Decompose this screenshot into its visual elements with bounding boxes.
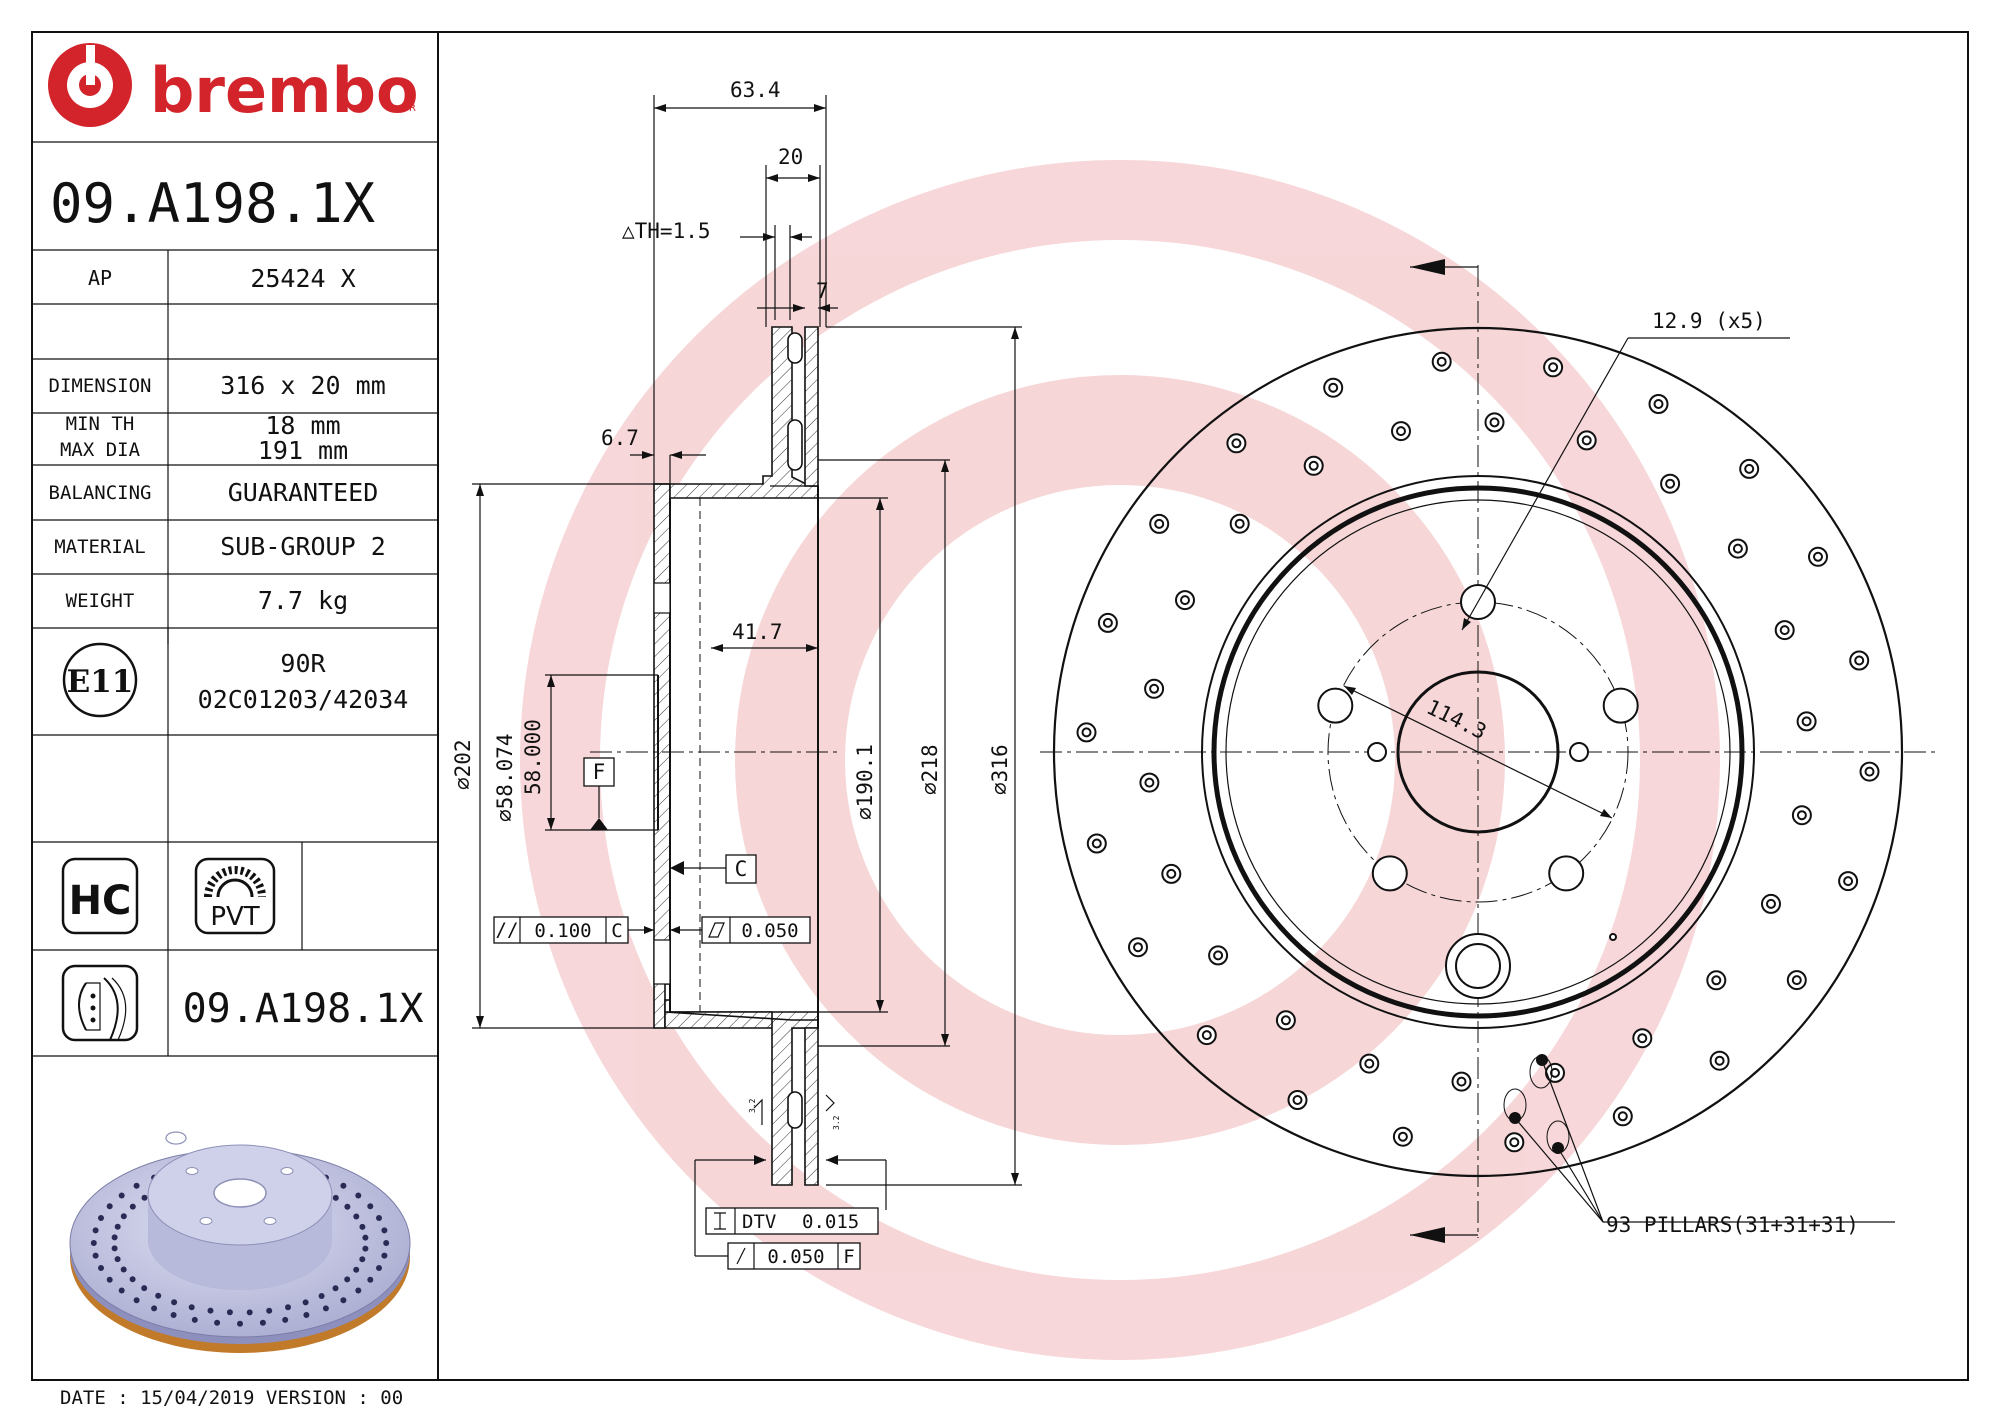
balancing-label: BALANCING bbox=[49, 482, 152, 504]
approval-number: 02C01203/42034 bbox=[198, 685, 409, 714]
hc-icon: HC bbox=[61, 857, 139, 935]
material-value: SUB-GROUP 2 bbox=[220, 532, 386, 561]
disc-3d-illustration bbox=[69, 1131, 411, 1353]
material-label: MATERIAL bbox=[54, 536, 146, 558]
max-dia-value: 191 mm bbox=[258, 436, 348, 465]
min-th-value: 18 mm bbox=[265, 411, 340, 440]
dim-pillars: 93 PILLARS(31+31+31) bbox=[1606, 1213, 1859, 1237]
bolt-hole bbox=[1602, 687, 1639, 724]
svg-text:0.050: 0.050 bbox=[741, 920, 798, 942]
flatness-frame: 0.050 bbox=[670, 916, 811, 944]
approval-regulation: 90R bbox=[280, 649, 326, 678]
e11-approval-mark: E11 bbox=[62, 642, 138, 718]
roughness-marks: 3.2 3.2 bbox=[748, 1094, 841, 1130]
datum-c: C bbox=[735, 857, 748, 881]
dim-d218: ⌀218 bbox=[918, 744, 942, 795]
dim-inner-depth: 41.7 bbox=[732, 620, 783, 644]
pvt-icon: PVT bbox=[194, 857, 276, 935]
brand-name: brembo bbox=[150, 54, 419, 127]
svg-text:0.100: 0.100 bbox=[534, 920, 591, 942]
svg-text:E11: E11 bbox=[67, 664, 134, 700]
balancing-value: GUARANTEED bbox=[228, 478, 379, 507]
svg-text://: // bbox=[496, 919, 519, 941]
svg-text:C: C bbox=[611, 920, 622, 942]
svg-text:0.015: 0.015 bbox=[802, 1211, 859, 1233]
bolt-hole bbox=[1548, 855, 1585, 892]
date-version: DATE : 15/04/2019 VERSION : 00 bbox=[60, 1387, 403, 1409]
svg-text:3.2: 3.2 bbox=[748, 1098, 757, 1113]
weight-label: WEIGHT bbox=[66, 590, 135, 612]
dimension-value: 316 x 20 mm bbox=[220, 371, 386, 400]
front-view: 114.3 12.9 (x5) 93 PILLARS(31+31+31) bbox=[1040, 259, 1938, 1243]
weight-value: 7.7 kg bbox=[258, 586, 348, 615]
dim-bolt-holes: 12.9 (x5) bbox=[1652, 309, 1766, 333]
dim-bore-max: ⌀58.074 bbox=[493, 733, 517, 822]
pillars-callout: 93 PILLARS(31+31+31) bbox=[1503, 1054, 1895, 1237]
svg-text:DTV: DTV bbox=[742, 1211, 776, 1233]
dim-cheek: 7 bbox=[816, 279, 829, 303]
datum-f: F bbox=[593, 760, 606, 784]
min-th-label: MIN TH bbox=[66, 413, 135, 435]
dim-d202: ⌀202 bbox=[451, 739, 475, 790]
dim-overall-width: 63.4 bbox=[730, 78, 781, 102]
ap-value: 25424 X bbox=[250, 264, 355, 293]
brand-watermark bbox=[520, 160, 1720, 1360]
disc-profile-icon bbox=[61, 964, 139, 1042]
dim-hat-offset: 6.7 bbox=[601, 426, 639, 450]
dim-th-variation: △TH=1.5 bbox=[622, 219, 711, 243]
svg-text:3.2: 3.2 bbox=[832, 1115, 841, 1130]
sheet-frame bbox=[31, 31, 1969, 1381]
runout-frame: 0.050 F bbox=[694, 1236, 861, 1270]
dim-bore-min: 58.000 bbox=[521, 719, 545, 795]
dim-disc-thickness: 20 bbox=[778, 145, 803, 169]
svg-text:0.050: 0.050 bbox=[767, 1246, 824, 1268]
part-number-footer: 09.A198.1X bbox=[183, 986, 424, 1032]
dim-d316: ⌀316 bbox=[988, 744, 1012, 795]
max-dia-label: MAX DIA bbox=[60, 439, 141, 461]
ap-label: AP bbox=[88, 266, 112, 290]
outer-rim bbox=[1052, 326, 1904, 1178]
bolt-hole bbox=[1371, 855, 1408, 892]
dim-d190: ⌀190.1 bbox=[853, 744, 877, 820]
centre-bore bbox=[1396, 670, 1560, 834]
part-number-title: 09.A198.1X bbox=[50, 172, 376, 235]
dimension-label: DIMENSION bbox=[49, 375, 152, 397]
registered-mark: R bbox=[409, 103, 416, 114]
parallelism-frame: // 0.100 C bbox=[493, 916, 654, 944]
section-view: 63.4 20 △TH=1.5 7 6.7 41.7 ⌀202 bbox=[451, 78, 1022, 1270]
svg-text:PVT: PVT bbox=[210, 902, 259, 932]
brembo-logo: brembo R bbox=[48, 43, 419, 127]
svg-text:HC: HC bbox=[69, 878, 132, 924]
dtv-frame: DTV 0.015 bbox=[705, 1207, 879, 1235]
svg-text:F: F bbox=[843, 1246, 854, 1268]
bolt-hole bbox=[1317, 687, 1354, 724]
